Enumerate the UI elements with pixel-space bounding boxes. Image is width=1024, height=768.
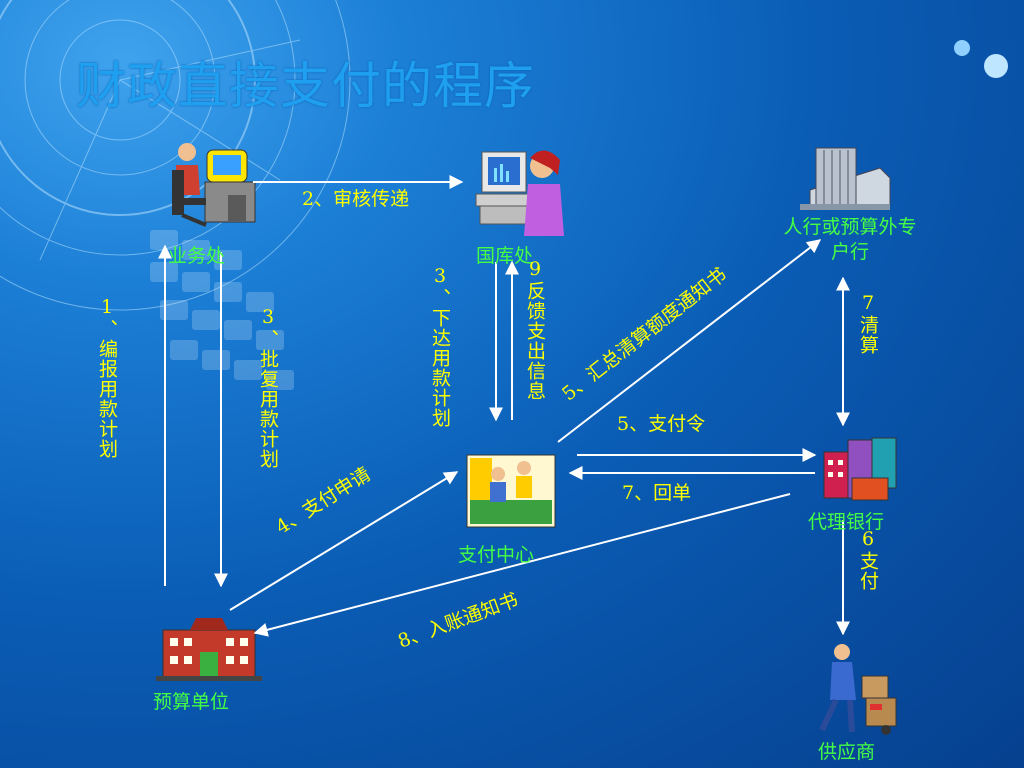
business-office-label: 业务处 bbox=[168, 245, 226, 267]
supplier-icon bbox=[819, 644, 897, 735]
payment-center-icon bbox=[466, 454, 556, 528]
treasury-icon bbox=[475, 150, 564, 236]
treasury-label: 国库处 bbox=[476, 245, 534, 267]
business-office-icon bbox=[172, 143, 256, 227]
pboc-bank-label: 人行或预算外专户行 bbox=[783, 216, 917, 263]
budget-unit-icon bbox=[156, 618, 262, 681]
step-7a-label: 7、回单 bbox=[622, 482, 692, 504]
step-3a-label: 3、批复用款计划 bbox=[257, 306, 279, 469]
step-9-label: 9反馈支出信息 bbox=[524, 258, 546, 401]
bubble-decoration bbox=[954, 40, 1008, 78]
payment-center-label: 支付中心 bbox=[458, 544, 535, 566]
arrow-5a bbox=[557, 239, 822, 443]
arrow-4 bbox=[229, 471, 459, 611]
step-7b-label: 7清算 bbox=[857, 292, 879, 355]
agent-bank-icon bbox=[823, 437, 897, 501]
slide-title: 财政直接支付的程序 bbox=[76, 57, 535, 115]
step-5b-label: 5、支付令 bbox=[617, 413, 706, 435]
budget-unit-label: 预算单位 bbox=[153, 691, 230, 713]
pboc-bank-building-icon bbox=[800, 147, 891, 211]
step-1-label: 1、编报用款计划 bbox=[96, 296, 118, 459]
step-6-label: 6支付 bbox=[857, 528, 879, 591]
step-2-label: 2、审核传递 bbox=[302, 188, 410, 210]
agent-bank-label: 代理银行 bbox=[808, 511, 885, 533]
step-3b-label: 3、下达用款计划 bbox=[429, 265, 451, 428]
swirl-decoration bbox=[0, 0, 351, 311]
arrow-8 bbox=[253, 493, 791, 637]
supplier-label: 供应商 bbox=[818, 741, 876, 763]
